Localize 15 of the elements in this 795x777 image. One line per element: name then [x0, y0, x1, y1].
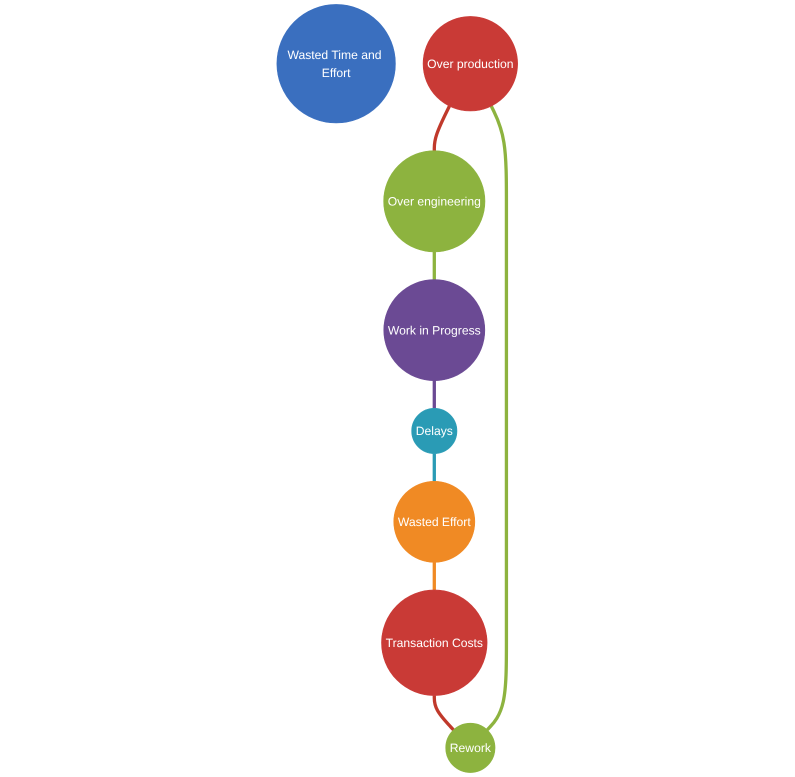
connector [432, 454, 436, 482]
connector [486, 105, 508, 731]
connector [432, 562, 436, 590]
node-circle: Delays [412, 408, 458, 454]
connector [432, 252, 436, 280]
connector [432, 105, 452, 151]
connector [432, 696, 455, 731]
node-circle: Transaction Costs [381, 590, 488, 696]
node-circle: Wasted Effort [394, 480, 476, 563]
node-circle: Wasted Time and Effort [276, 4, 396, 124]
node-circle: Rework [446, 722, 496, 773]
node-circle: Over production [423, 16, 518, 112]
node-circle: Work in Progress [384, 279, 486, 381]
node-circle: Over engineering [384, 150, 486, 252]
connector [432, 380, 436, 408]
